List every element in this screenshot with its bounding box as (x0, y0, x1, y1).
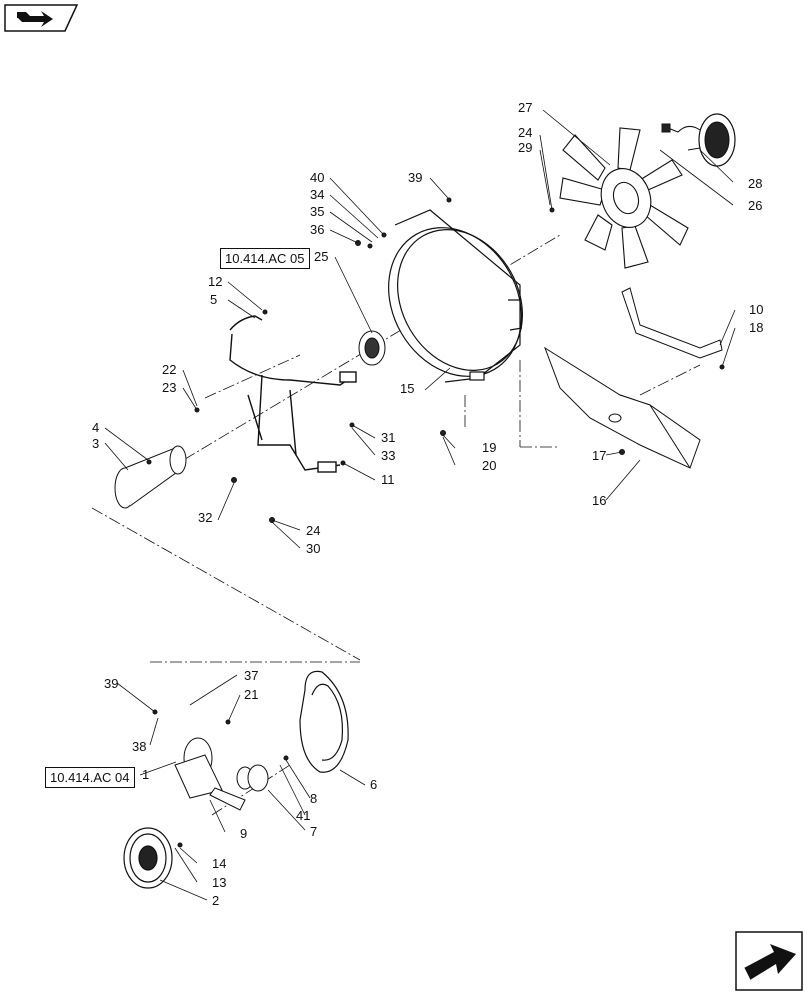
callout-12: 12 (208, 274, 222, 289)
callout-30: 30 (306, 541, 320, 556)
fan-shroud (388, 209, 523, 383)
fan-blade-assembly (559, 127, 689, 269)
callout-26: 26 (748, 198, 762, 213)
callout-1: 1 (142, 767, 149, 782)
callout-38: 38 (132, 739, 146, 754)
callout-24-lower: 24 (306, 523, 320, 538)
callout-2: 2 (212, 893, 219, 908)
callout-40: 40 (310, 170, 324, 185)
next-page-arrow-icon (735, 931, 803, 991)
callout-32: 32 (198, 510, 212, 525)
callout-15: 15 (400, 381, 414, 396)
callout-24: 24 (518, 125, 532, 140)
callout-19: 19 (482, 440, 496, 455)
callout-37: 37 (244, 668, 258, 683)
callout-25: 25 (314, 249, 328, 264)
back-to-index-icon (4, 4, 79, 32)
callout-7: 7 (310, 824, 317, 839)
callout-3: 3 (92, 436, 99, 451)
callout-34: 34 (310, 187, 324, 202)
callout-13: 13 (212, 875, 226, 890)
callout-11: 11 (381, 472, 395, 487)
reference-link-cooling[interactable]: 10.414.AC 05 (220, 248, 310, 269)
callout-20: 20 (482, 458, 496, 473)
callout-33: 33 (381, 448, 395, 463)
callout-39-lower: 39 (104, 676, 118, 691)
idler-pulley (358, 330, 386, 366)
callout-6: 6 (370, 777, 377, 792)
callout-28: 28 (748, 176, 762, 191)
callout-39: 39 (408, 170, 422, 185)
callout-5: 5 (210, 292, 217, 307)
crank-pulley (123, 827, 173, 889)
callout-4: 4 (92, 420, 99, 435)
fan-support-bracket (229, 315, 357, 473)
back-to-index-button[interactable] (3, 3, 79, 33)
drive-belt (299, 670, 349, 773)
reference-link-water-pump[interactable]: 10.414.AC 04 (45, 767, 135, 788)
callout-22: 22 (162, 362, 176, 377)
callout-14: 14 (212, 856, 226, 871)
fan-clutch (661, 113, 736, 167)
callout-41: 41 (296, 808, 310, 823)
belt-tensioner (236, 764, 269, 792)
callout-23: 23 (162, 380, 176, 395)
callout-29: 29 (518, 140, 532, 155)
callout-labels: 27 24 29 28 26 39 40 34 35 36 25 12 5 22… (92, 100, 763, 908)
callout-35: 35 (310, 204, 324, 219)
callout-18: 18 (749, 320, 763, 335)
callout-leaders (104, 109, 736, 901)
callout-8: 8 (310, 791, 317, 806)
callout-21: 21 (244, 687, 258, 702)
callout-27: 27 (518, 100, 532, 115)
callout-17: 17 (592, 448, 606, 463)
callout-36: 36 (310, 222, 324, 237)
callout-10: 10 (749, 302, 763, 317)
shroud-bracket-upper (621, 287, 723, 359)
callout-16: 16 (592, 493, 606, 508)
water-pump (174, 737, 246, 811)
assembly-axis-lines (91, 234, 701, 816)
fan-hub (114, 445, 187, 509)
callout-31: 31 (381, 430, 395, 445)
callout-9: 9 (240, 826, 247, 841)
next-page-button[interactable] (734, 930, 804, 992)
lower-shroud (544, 346, 701, 469)
